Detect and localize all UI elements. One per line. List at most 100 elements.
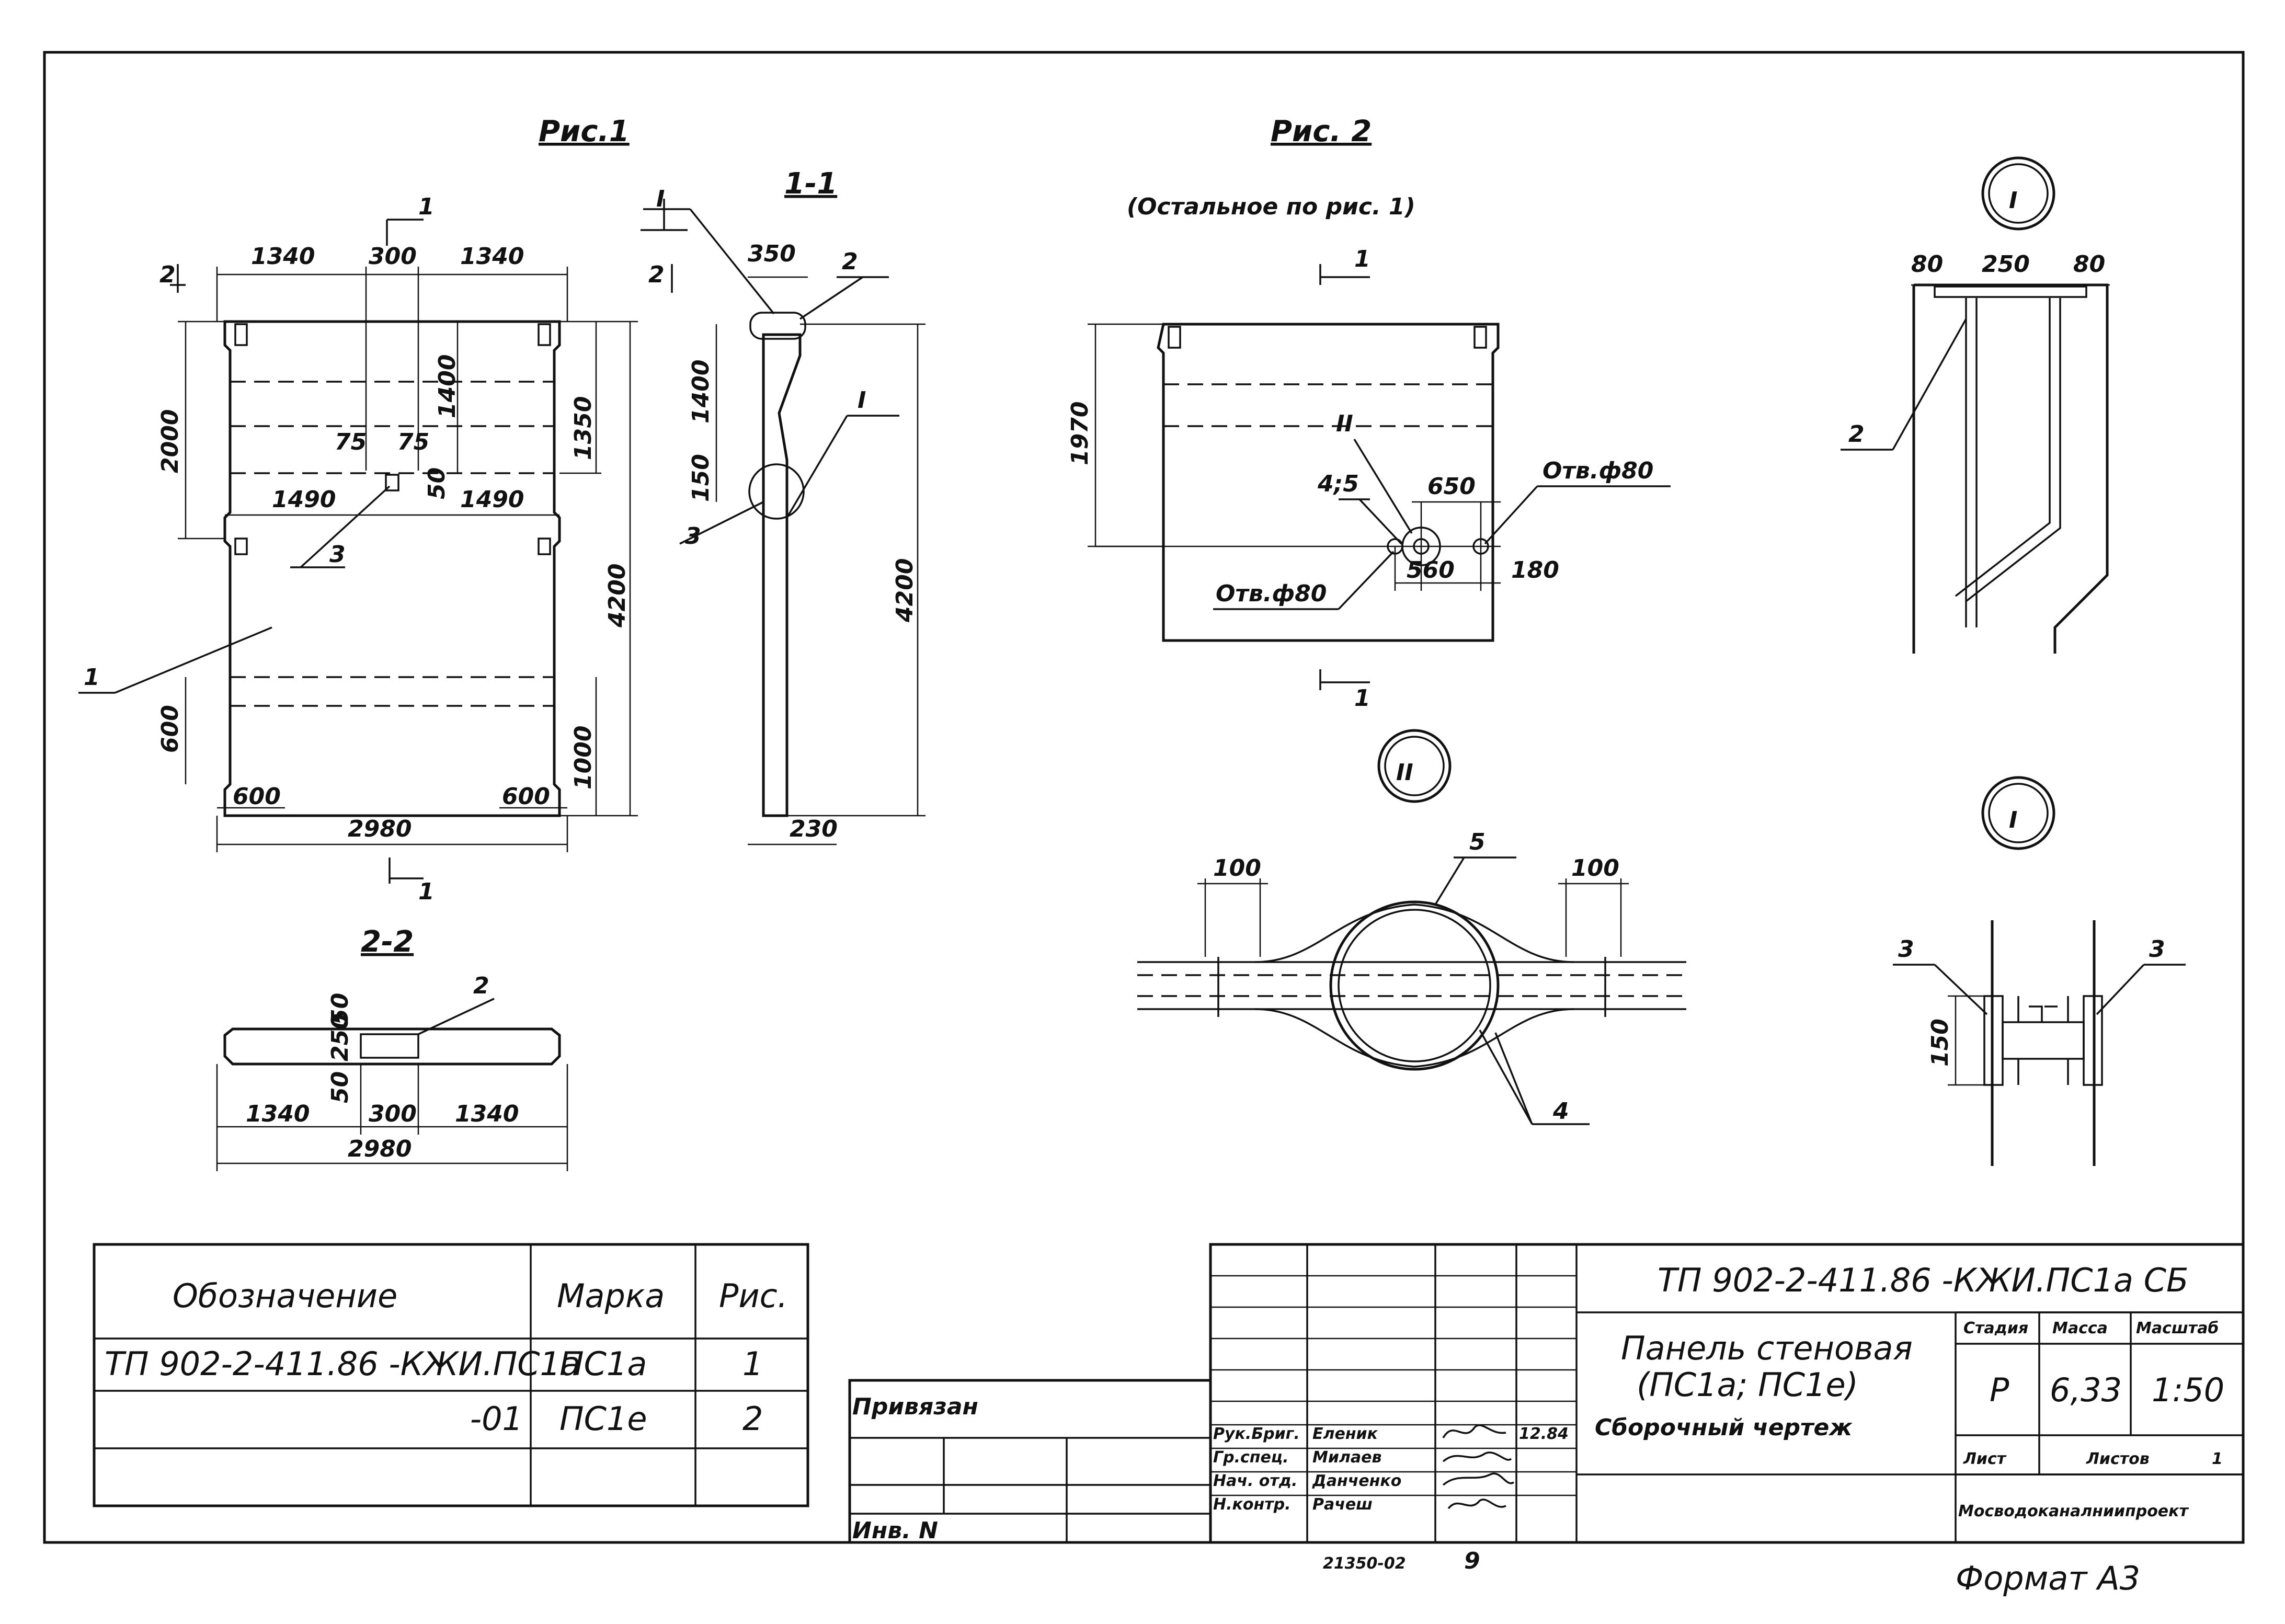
callout-4-5: 4;5: [1317, 471, 1359, 497]
inv-label: Инв. N: [852, 1517, 938, 1544]
mass-value: 6,33: [2050, 1371, 2122, 1409]
dim-80-left: 80: [1911, 251, 1943, 278]
hole-label-right: Отв.ф80: [1543, 458, 1653, 484]
dim-4200-sec11: 4200: [892, 558, 918, 623]
node-I-ref-sec11-b: I: [858, 387, 866, 414]
dim-80-right: 80: [2073, 251, 2105, 278]
title-line-3: Сборочный чертеж: [1595, 1414, 1853, 1441]
stage-header: Стадия: [1963, 1319, 2028, 1337]
section-2-2: 2-2 2 50 250 50 1340 300 1340 2980: [216, 925, 568, 1171]
callout-5: 5: [1469, 829, 1486, 855]
spec-header-designation: Обозначение: [173, 1277, 397, 1315]
fig1-title: Рис.1: [539, 115, 630, 148]
doc-code: ТП 902-2-411.86 -КЖИ.ПС1а СБ: [1658, 1261, 2189, 1299]
role-1: Рук.Бриг.: [1213, 1425, 1300, 1443]
dim-2980-sec22: 2980: [348, 1136, 412, 1162]
figure-2: Рис. 2 (Остальное по рис. 1) 1 1 1970 II…: [1067, 115, 1671, 712]
spec-header-mark: Марка: [557, 1277, 665, 1315]
dim-180: 180: [1511, 557, 1559, 584]
mass-header: Масса: [2052, 1319, 2108, 1337]
dim-2980-fig1: 2980: [348, 816, 412, 842]
dim-1970: 1970: [1067, 402, 1093, 465]
role-2: Гр.спец.: [1213, 1448, 1288, 1467]
section-2-2-title: 2-2: [361, 925, 414, 959]
title-line-1: Панель стеновая: [1621, 1329, 1913, 1367]
sheet-format: Формат А3: [1956, 1559, 2140, 1597]
callout-4: 4: [1552, 1098, 1569, 1125]
name-1: Еленик: [1312, 1425, 1378, 1443]
panel-elevation: [223, 314, 561, 817]
dim-600-right: 600: [502, 783, 550, 810]
spec-row1-designation: ТП 902-2-411.86 -КЖИ.ПС1а: [105, 1345, 580, 1383]
dim-600-vert: 600: [157, 705, 184, 753]
callout-2-nodeI: 2: [1848, 421, 1865, 448]
hole-label-left: Отв.ф80: [1216, 580, 1327, 607]
spec-table: Обозначение Марка Рис. ТП 902-2-411.86 -…: [93, 1243, 809, 1507]
callout-3-nodeI-left: 3: [1898, 936, 1914, 963]
spec-header-fig: Рис.: [719, 1277, 787, 1315]
dim-50-sec22-bot: 50: [327, 1071, 353, 1103]
signature-4: [1447, 1499, 1506, 1509]
name-2: Милаев: [1312, 1448, 1381, 1467]
node-I-bottom: I 150 3 3: [1893, 776, 2186, 1166]
dim-1340-sec22-right: 1340: [455, 1101, 519, 1127]
archive-number: 21350-02: [1323, 1554, 1406, 1573]
dim-50-fig1: 50: [424, 467, 450, 499]
role-4: Н.контр.: [1213, 1495, 1290, 1514]
dim-300-sec22: 300: [369, 1101, 417, 1127]
dim-1490-left: 1490: [272, 486, 336, 513]
signature-3: [1442, 1472, 1514, 1486]
fig1-dimensions: 1340 300 1340 2000 1400 1350 4200 75 75 …: [157, 243, 638, 852]
fig2-note: (Остальное по рис. 1): [1127, 193, 1415, 220]
dim-600-left: 600: [233, 783, 281, 810]
scale-value: 1:50: [2152, 1371, 2224, 1409]
dim-150-sec11: 150: [688, 454, 714, 502]
node-II-title: II: [1396, 759, 1413, 786]
section-1-1-title: 1-1: [784, 167, 837, 201]
spec-row2-mark: ПС1е: [559, 1400, 647, 1438]
title-block: Привязан Инв. N Рук.Бриг. Гр.спец. Нач. …: [848, 1243, 2245, 1597]
callout-2-sec11: 2: [842, 248, 858, 275]
callout-1: 1: [84, 664, 100, 691]
dim-300-top: 300: [369, 243, 417, 270]
sheets-header: Листов: [2086, 1450, 2150, 1468]
node-I-ref-sec11: I: [656, 186, 665, 212]
spec-row1-mark: ПС1а: [559, 1345, 647, 1383]
signature-2: [1442, 1451, 1512, 1462]
date: 12.84: [1519, 1425, 1569, 1443]
dim-75-left: 75: [335, 429, 367, 455]
dim-1340-left: 1340: [251, 243, 315, 270]
dim-1400-sec11: 1400: [688, 360, 714, 424]
dim-250-sec22: 250: [327, 1013, 353, 1061]
organization: Мосводоканалниипроект: [1958, 1502, 2189, 1520]
spec-row1-fig: 1: [742, 1345, 763, 1383]
section-mark-1-fig2-bot: 1: [1354, 685, 1370, 712]
name-4: Рачеш: [1312, 1495, 1373, 1514]
dim-250-node: 250: [1982, 251, 2030, 278]
fig1-section-marks: 1 2 2 1: [159, 193, 673, 905]
scale-header: Масштаб: [2136, 1319, 2219, 1337]
spec-row2-designation: -01: [470, 1400, 523, 1438]
page-number: 9: [1464, 1548, 1480, 1574]
name-3: Данченко: [1312, 1472, 1401, 1490]
section-mark-1-top: 1: [418, 193, 435, 220]
node-II-ref-fig2: II: [1336, 410, 1353, 437]
sheets-value: 1: [2212, 1450, 2223, 1468]
node-I-top: I 80 250 80 2: [1841, 156, 2110, 654]
dim-50-sec22-top: 50: [327, 993, 353, 1025]
dim-1340-right: 1340: [460, 243, 524, 270]
callout-2-sec22: 2: [473, 973, 489, 999]
section-mark-1-fig2-top: 1: [1354, 246, 1370, 272]
section-mark-1-bottom: 1: [418, 878, 435, 905]
dim-100-left: 100: [1213, 855, 1261, 882]
section-1-1: 1-1 I I 3 2 350 1400 150 4200 230: [641, 167, 926, 845]
callout-3-sec11: 3: [685, 523, 701, 550]
dim-1490-right: 1490: [460, 486, 524, 513]
dim-1340-sec22-left: 1340: [246, 1101, 310, 1127]
dim-1350: 1350: [570, 396, 597, 460]
signature-1: [1442, 1424, 1506, 1438]
sheet-header: Лист: [1963, 1450, 2007, 1468]
attached-label: Привязан: [852, 1393, 978, 1420]
callout-3-fig1: 3: [329, 541, 346, 568]
